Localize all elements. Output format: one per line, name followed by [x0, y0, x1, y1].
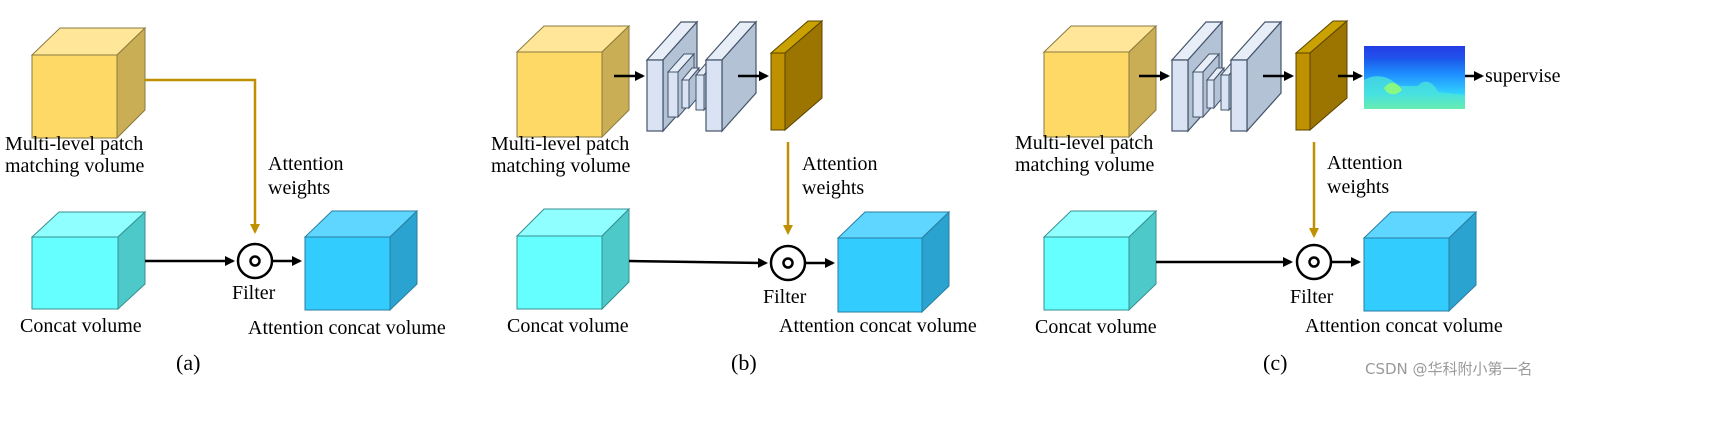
- filter-operator-icon: [769, 244, 807, 282]
- attention-concat-volume-cube: [303, 209, 419, 312]
- supervise-label: supervise: [1485, 65, 1561, 87]
- attention-label-line1: Attention: [802, 153, 878, 175]
- attention-label-line2: weights: [1327, 176, 1389, 198]
- csdn-watermark: CSDN @华科附小第一名: [1365, 360, 1533, 378]
- concat-volume-label: Concat volume: [507, 315, 629, 337]
- attention-concat-volume-cube: [836, 210, 951, 314]
- panel-caption: (c): [1263, 350, 1287, 375]
- patch-matching-volume-cube: [515, 24, 631, 139]
- attention-concat-volume-label: Attention concat volume: [779, 315, 977, 337]
- patch-volume-label-line1: Multi-level patch: [1015, 132, 1153, 154]
- filter-label: Filter: [232, 282, 276, 304]
- attention-label-line1: Attention: [1327, 152, 1403, 174]
- patch-matching-volume-cube: [1042, 24, 1158, 139]
- filter-operator-icon: [1295, 243, 1333, 281]
- attention-concat-volume-cube: [1362, 210, 1478, 313]
- concat-volume-label: Concat volume: [20, 315, 142, 337]
- patch-volume-label-line2: matching volume: [1015, 154, 1155, 176]
- patch-volume-label-line2: matching volume: [491, 155, 631, 177]
- patch-matching-volume-cube: [30, 26, 147, 140]
- attention-concat-volume-label: Attention concat volume: [1305, 315, 1503, 337]
- panel-caption: (b): [731, 350, 757, 375]
- concat-volume-label: Concat volume: [1035, 316, 1157, 338]
- panel-caption: (a): [176, 350, 200, 375]
- concat-volume-cube: [515, 207, 631, 311]
- concat-volume-cube: [30, 210, 147, 311]
- filter-label: Filter: [763, 286, 807, 308]
- attention-weights-volume: [769, 19, 824, 132]
- panel-a: Multi-level patch matching volume Attent…: [5, 26, 446, 375]
- attention-weights-volume: [1294, 19, 1349, 132]
- filter-label: Filter: [1290, 286, 1334, 308]
- depth-map-image: [1364, 46, 1465, 109]
- panel-c: Multi-level patch matching volume: [1015, 19, 1561, 375]
- attention-weights-arrow: [145, 78, 260, 234]
- attention-label-line1: Attention: [268, 153, 344, 175]
- attention-concat-volume-label: Attention concat volume: [248, 317, 446, 339]
- attention-label-line2: weights: [268, 177, 330, 199]
- filter-operator-icon: [236, 242, 274, 280]
- concat-to-filter-arrow: [628, 257, 768, 268]
- concat-volume-cube: [1042, 209, 1158, 312]
- patch-volume-label-line1: Multi-level patch: [491, 133, 629, 155]
- attention-label-line2: weights: [802, 177, 864, 199]
- patch-volume-label-line1: Multi-level patch: [5, 133, 143, 155]
- patch-volume-label-line2: matching volume: [5, 155, 145, 177]
- panel-b: Multi-level patch matching volume: [491, 19, 977, 375]
